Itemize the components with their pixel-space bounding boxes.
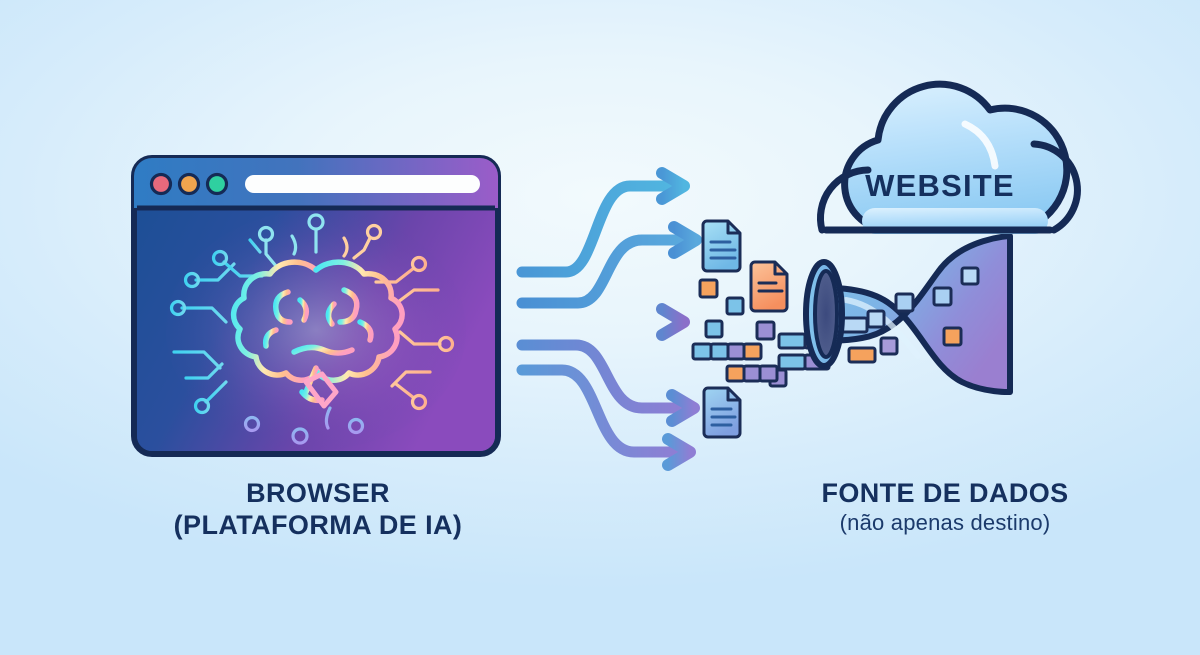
circuit-traces-right (374, 255, 455, 411)
data-block (704, 319, 724, 339)
arrow-path-1 (516, 180, 678, 278)
browser-window[interactable] (131, 155, 501, 457)
browser-content (137, 211, 495, 451)
arrow-heads (656, 167, 702, 471)
data-block (755, 320, 776, 341)
datasource-caption: FONTE DE DADOS (não apenas destino) (790, 478, 1100, 536)
minimize-dot-icon[interactable] (177, 172, 201, 196)
data-pipe (803, 233, 1013, 396)
circuit-traces-topright (342, 223, 383, 260)
cloud-highlight (961, 120, 999, 170)
data-flow-arrows (516, 180, 690, 458)
website-cloud[interactable]: WEBSITE (816, 80, 1081, 234)
brain-icon (230, 259, 405, 404)
pipe-data-blocks (839, 266, 980, 364)
cloud-right-edge (1030, 140, 1081, 234)
browser-caption-line1: BROWSER (246, 478, 390, 508)
document-icon-blue-top (701, 219, 742, 273)
circuit-traces-left (168, 238, 264, 415)
circuit-traces-bottom (243, 394, 365, 445)
datasource-caption-line2: (não apenas destino) (839, 509, 1051, 535)
document-icon-blue-bottom (702, 386, 742, 439)
data-block (698, 278, 719, 299)
datasource-caption-line1: FONTE DE DADOS (821, 478, 1069, 508)
cloud-shape (841, 80, 1071, 234)
url-bar[interactable] (245, 175, 480, 193)
circuit-traces-top (257, 213, 325, 268)
arrow-path-5 (516, 364, 684, 458)
arrow-head-4 (666, 389, 700, 427)
browser-caption-line2: (PLATAFORMA DE IA) (173, 509, 463, 540)
document-icon-orange (749, 260, 789, 313)
pipe-body (821, 233, 1013, 396)
data-block-row (691, 342, 763, 361)
arrow-path-2 (516, 234, 690, 309)
arrow-path-4 (516, 339, 688, 414)
pipe-highlight (843, 297, 921, 359)
close-dot-icon[interactable] (149, 172, 173, 196)
data-particles (691, 219, 831, 439)
arrow-head-2 (668, 221, 702, 259)
arrow-head-1 (656, 167, 690, 205)
data-block (725, 296, 745, 316)
brain-stem-icon (303, 371, 339, 409)
arrow-head-5 (662, 433, 696, 471)
funnel-mouth (813, 269, 839, 359)
data-block-row (725, 364, 779, 383)
arrow-head-3 (656, 303, 690, 341)
browser-caption: BROWSER (PLATAFORMA DE IA) (118, 478, 518, 542)
cloud-label: WEBSITE (865, 168, 1015, 203)
maximize-dot-icon[interactable] (205, 172, 229, 196)
cloud-left-edge (816, 166, 872, 234)
